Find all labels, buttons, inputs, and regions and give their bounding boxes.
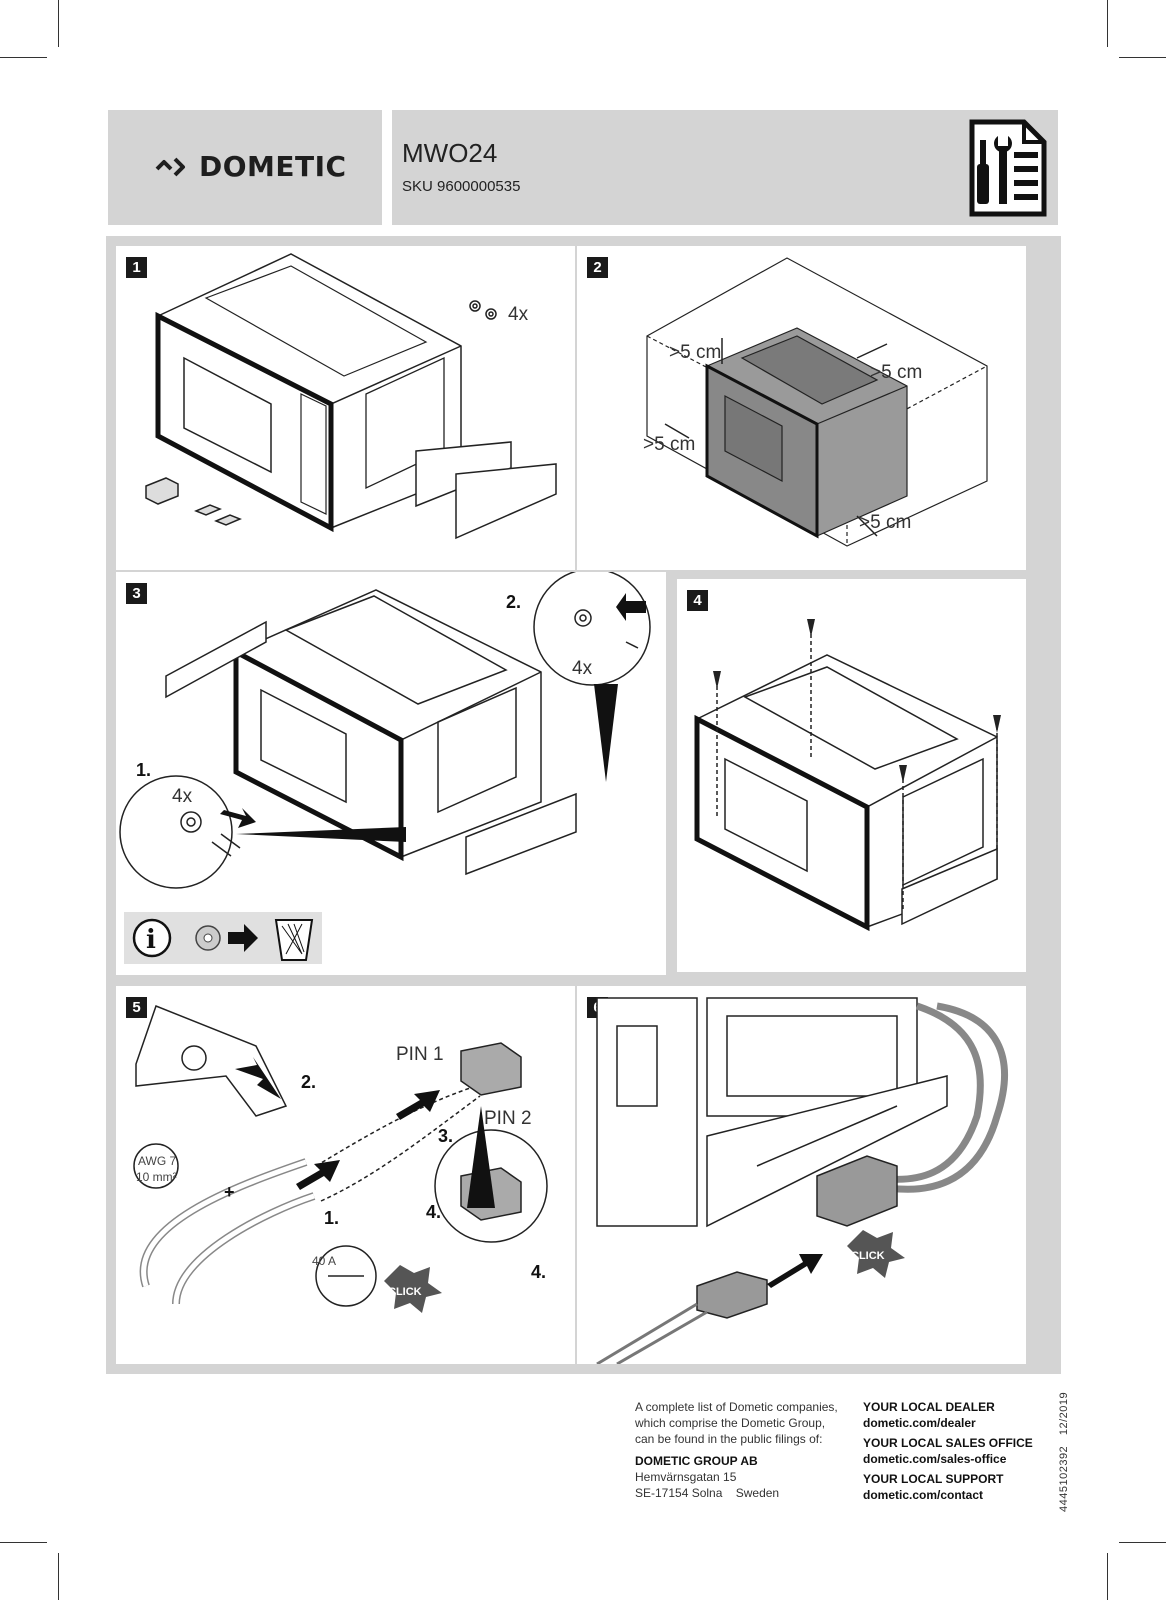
step-1-panel: 1 4x bbox=[116, 246, 575, 570]
dealer-link[interactable]: dometic.com/dealer bbox=[863, 1416, 976, 1430]
crop-mark bbox=[1107, 1553, 1108, 1600]
click-indicator: CLICK bbox=[388, 1286, 422, 1298]
clearance-illustration bbox=[646, 257, 988, 547]
support-title: YOUR LOCAL SUPPORT bbox=[863, 1472, 1004, 1486]
brand-name: DOMETIC bbox=[199, 150, 347, 183]
crop-mark bbox=[58, 1553, 59, 1600]
crop-mark bbox=[1107, 0, 1108, 47]
clearance-left-label: >5 cm bbox=[643, 434, 696, 455]
crop-mark bbox=[1119, 1542, 1166, 1543]
step-2-panel: 2 >5 cm >5 cm >5 cm >5 cm bbox=[577, 246, 1026, 570]
step-3-panel: 3 2. bbox=[116, 572, 666, 975]
header-logo-box bbox=[108, 110, 382, 225]
wire-gauge-mm2: 10 mm² bbox=[136, 1170, 177, 1184]
wiring-crimp-illustration bbox=[133, 1005, 548, 1313]
bracket-mounting-illustration bbox=[119, 572, 651, 889]
footer-address-line: Hemvärnsgatan 15 bbox=[635, 1470, 737, 1484]
step-4-panel: 4 bbox=[677, 579, 1026, 972]
click-indicator: CLICK bbox=[851, 1250, 885, 1262]
footer-intro-line: A complete list of Dometic companies, bbox=[635, 1400, 838, 1414]
quantity-label-right: 4x bbox=[572, 658, 593, 679]
crop-mark bbox=[0, 1542, 47, 1543]
quantity-label: 4x bbox=[508, 304, 529, 325]
positive-terminal-label: + bbox=[224, 1182, 235, 1202]
dometic-logo-mark-icon bbox=[155, 157, 185, 176]
pin-2-label: PIN 2 bbox=[484, 1108, 532, 1129]
clearance-right-label: >5 cm bbox=[859, 512, 912, 533]
screw-mounting-illustration bbox=[694, 619, 1001, 932]
support-link[interactable]: dometic.com/contact bbox=[863, 1488, 984, 1502]
step-number: 4 bbox=[687, 590, 708, 611]
step-number: 2 bbox=[587, 257, 608, 278]
wire-gauge-awg: AWG 7 bbox=[138, 1154, 177, 1168]
step-number: 1 bbox=[126, 257, 147, 278]
svg-text:i: i bbox=[146, 925, 156, 955]
brand-logo: DOMETIC bbox=[155, 150, 347, 183]
clearance-top-label: >5 cm bbox=[669, 342, 722, 363]
model-name: MWO24 bbox=[402, 138, 498, 168]
sku-number: SKU 9600000535 bbox=[402, 178, 521, 195]
step-6-panel: 6 CLICK bbox=[577, 986, 1026, 1364]
substep-1-label: 1. bbox=[136, 760, 152, 780]
sales-office-link[interactable]: dometic.com/sales-office bbox=[863, 1452, 1007, 1466]
crop-mark bbox=[58, 0, 59, 47]
clearance-back-label: >5 cm bbox=[870, 362, 923, 383]
dealer-title: YOUR LOCAL DEALER bbox=[863, 1400, 995, 1414]
wiring-step-3-label: 3. bbox=[438, 1126, 454, 1146]
header-title-box bbox=[392, 110, 1058, 225]
footer-contact-links: YOUR LOCAL DEALER dometic.com/dealer YOU… bbox=[863, 1399, 1053, 1503]
document-id: 4445102392 12/2019 bbox=[1058, 1391, 1070, 1512]
pin-1-label: PIN 1 bbox=[396, 1044, 444, 1065]
footer-company-name: DOMETIC GROUP AB bbox=[635, 1454, 758, 1468]
crop-mark bbox=[0, 57, 47, 58]
wiring-step-2-label: 2. bbox=[301, 1072, 317, 1092]
substep-2-label: 2. bbox=[506, 592, 522, 612]
fuse-rating-label: 40 A bbox=[312, 1254, 337, 1268]
wiring-step-1-label: 1. bbox=[324, 1208, 340, 1228]
quantity-label-left: 4x bbox=[172, 786, 193, 807]
crop-mark bbox=[1119, 57, 1166, 58]
installation-manual-icon bbox=[969, 119, 1047, 217]
wiring-step-4a-label: 4. bbox=[426, 1202, 442, 1222]
footer-company-info: A complete list of Dometic companies, wh… bbox=[635, 1399, 855, 1501]
step-number: 5 bbox=[126, 997, 147, 1018]
microwave-unboxed-illustration bbox=[145, 253, 557, 540]
connector-plugin-illustration bbox=[596, 997, 1008, 1364]
discard-washer-info: i bbox=[124, 912, 322, 964]
footer-intro-line: which comprise the Dometic Group, bbox=[635, 1416, 826, 1430]
footer-address-line: SE-17154 Solna Sweden bbox=[635, 1486, 780, 1500]
step-5-panel: 5 bbox=[116, 986, 575, 1364]
instruction-grid: 1 4x 2 bbox=[106, 236, 1061, 1374]
footer-intro-line: can be found in the public filings of: bbox=[635, 1432, 823, 1446]
step-number: 3 bbox=[126, 583, 147, 604]
wiring-step-4b-label: 4. bbox=[531, 1262, 547, 1282]
sales-office-title: YOUR LOCAL SALES OFFICE bbox=[863, 1436, 1033, 1450]
